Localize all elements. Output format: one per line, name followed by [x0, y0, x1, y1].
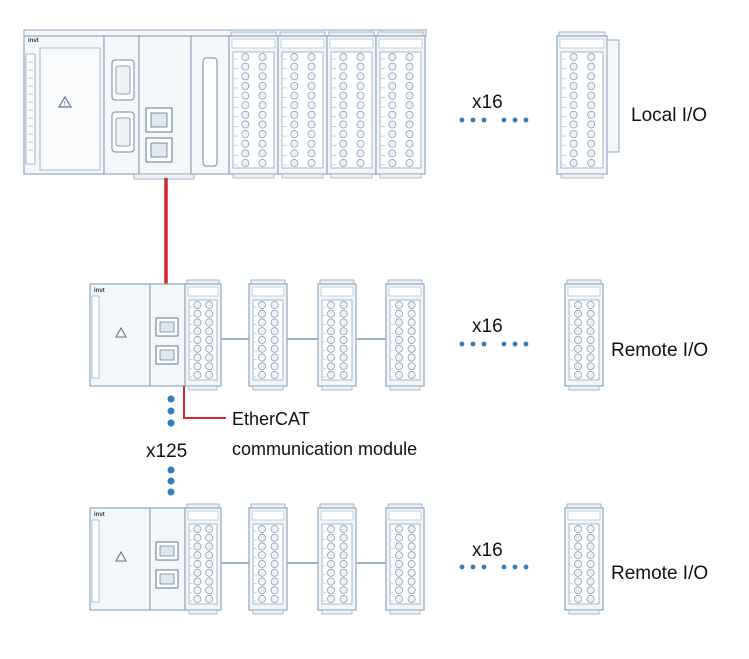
brand-logo-coupler: invt [94, 288, 105, 294]
remote-io-module-4 [385, 503, 425, 615]
remote-io-module-3 [317, 503, 357, 615]
callout-line-1: EtherCAT [232, 409, 310, 429]
coupler-power-body [89, 283, 151, 387]
local-io-module-2 [277, 31, 328, 179]
station-dots-lower [167, 466, 175, 496]
local-io-module-1 [228, 31, 279, 179]
cpu-power-module: ! [23, 35, 105, 175]
brand-logo-cpu: invt [28, 38, 39, 44]
local-io-end-module [556, 31, 620, 179]
local-io-end-cap [606, 39, 620, 153]
cpu-ethernet-module [133, 35, 195, 180]
local-io-module-4 [375, 31, 426, 179]
coupler-vent [91, 519, 100, 603]
station-dots-upper [167, 395, 175, 427]
expansion-dots-row-1 [459, 117, 529, 123]
remote-io-module-4 [385, 279, 425, 391]
row-1-multiplier: x16 [472, 92, 503, 113]
warning-icon [115, 326, 127, 338]
remote-io-module-3 [317, 279, 357, 391]
cpu-rack: ! invt [23, 29, 427, 180]
row-3-multiplier: x16 [472, 540, 503, 561]
callout-leader-line [183, 386, 226, 419]
remote-io-module-2 [248, 279, 288, 391]
row-3-label: Remote I/O [611, 563, 708, 584]
cpu-ports-module [103, 35, 140, 175]
row-2-multiplier: x16 [472, 316, 503, 337]
remote-io-module-2 [248, 503, 288, 615]
warning-icon [115, 550, 127, 562]
coupler-power-body [89, 507, 151, 611]
row-1-label: Local I/O [631, 105, 707, 126]
callout-line-2: communication module [232, 439, 417, 459]
local-io-module-3 [326, 31, 377, 179]
station-multiplier: x125 [146, 441, 187, 462]
local-io-module-last [556, 31, 608, 179]
expansion-dots-row-2 [459, 341, 529, 347]
remote-station-2: invt [89, 503, 604, 615]
cpu-connector-module [190, 35, 230, 175]
remote-io-module-last [564, 503, 604, 615]
remote-io-module-last [564, 279, 604, 391]
local-io-rack [228, 31, 426, 179]
remote-io-module-1 [184, 503, 222, 615]
remote-io-module-1 [184, 279, 222, 391]
coupler-vent [91, 295, 100, 379]
remote-station-1: invt [89, 279, 604, 391]
svg-text:!: ! [64, 101, 66, 108]
brand-logo-coupler: invt [94, 512, 105, 518]
row-2-label: Remote I/O [611, 340, 708, 361]
expansion-dots-row-3 [459, 564, 529, 570]
